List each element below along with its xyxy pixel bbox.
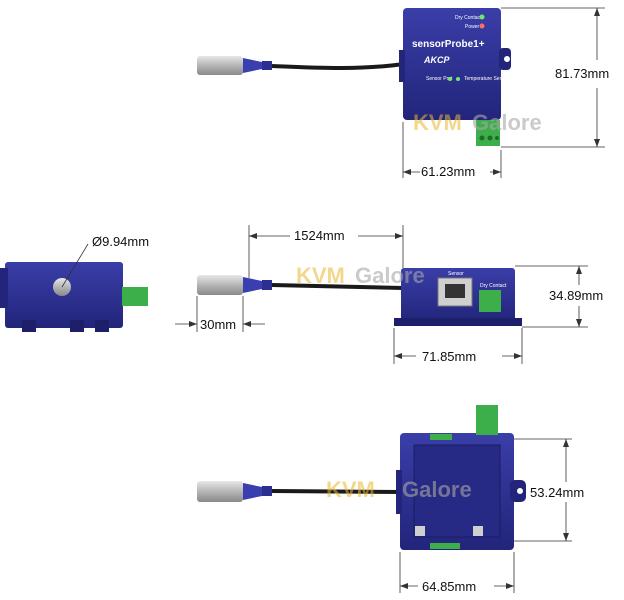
cable-bottom [271, 489, 404, 494]
probe-steel-side [197, 275, 243, 295]
green-connector-top [476, 120, 500, 146]
watermark-top: KVM [413, 110, 462, 135]
dim-depth-bottom: 53.24mm [530, 485, 584, 500]
brand-logo: AKCP [423, 55, 450, 65]
side-view: Sensor Dry Contact 1524mm 30mm 34.89mm [175, 225, 603, 364]
led-sensor [448, 77, 452, 81]
svg-text:Galore: Galore [472, 110, 542, 135]
led-dry-contact [479, 14, 485, 20]
svg-text:Sensor: Sensor [448, 271, 464, 277]
end-view: Ø9.94mm [0, 234, 149, 332]
svg-text:KVM: KVM [326, 477, 375, 502]
top-view: Dry Contact Power sensorProbe1+ AKCP Sen… [197, 7, 609, 179]
cable-side [271, 283, 404, 290]
probe-steel-bottom [197, 481, 243, 502]
led-sensor-port-label: Sensor Port [426, 76, 453, 82]
dim-cable-length: 1524mm [294, 228, 345, 243]
green-connector-side [479, 290, 501, 312]
svg-text:Galore: Galore [355, 263, 425, 288]
dim-probe-diameter: Ø9.94mm [92, 234, 149, 249]
green-connector-bottom [476, 405, 498, 435]
probe-collar-top [262, 61, 272, 70]
svg-text:Dry Contact: Dry Contact [480, 283, 507, 289]
model-label: sensorProbe1+ [412, 39, 485, 50]
led-temperature-label: Temperature Sensor [464, 76, 510, 82]
probe-steel-top [197, 56, 243, 75]
svg-text:Galore: Galore [402, 477, 472, 502]
led-temp [456, 77, 460, 81]
green-connector-end [122, 287, 148, 306]
dim-width-side: 71.85mm [422, 349, 476, 364]
dim-probe-length: 30mm [200, 317, 236, 332]
dim-height-top: 81.73mm [555, 66, 609, 81]
probe-boot-top [243, 58, 262, 73]
led-power-label: Power [465, 24, 480, 30]
dim-height-side: 34.89mm [549, 288, 603, 303]
bottom-view: 53.24mm 64.85mm KVM Galore [197, 405, 584, 594]
cable-top [271, 62, 405, 70]
led-dry-contact-label: Dry Contact [455, 15, 482, 21]
dim-width-bottom: 64.85mm [422, 579, 476, 594]
dim-width-top: 61.23mm [421, 164, 475, 179]
led-power [479, 23, 485, 29]
device-body-top [403, 8, 501, 120]
svg-text:KVM: KVM [296, 263, 345, 288]
